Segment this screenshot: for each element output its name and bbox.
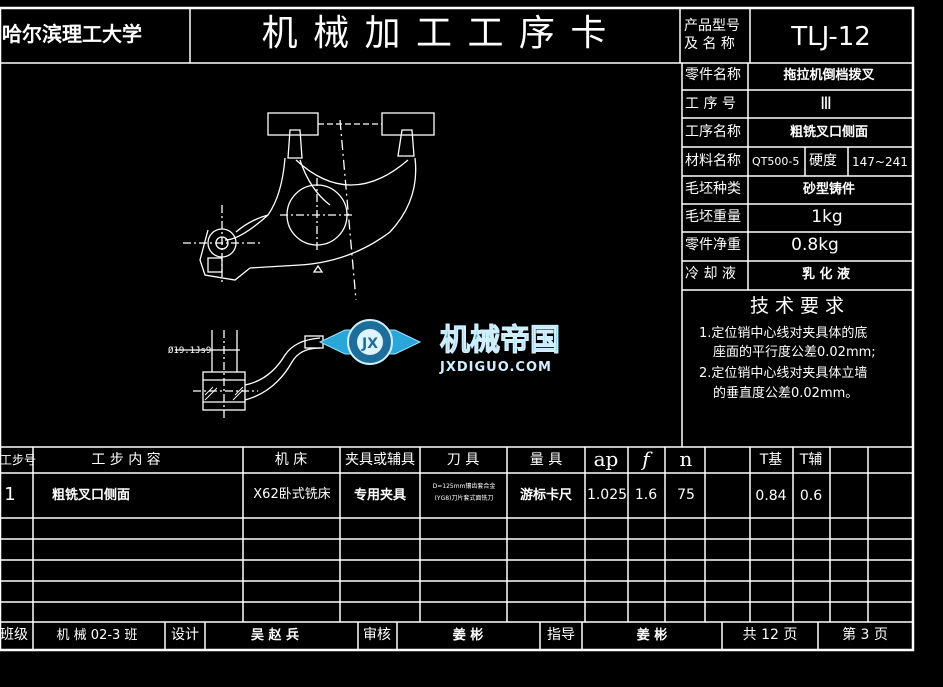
header-tf: T辅	[799, 452, 823, 468]
watermark-name: 机械帝国	[440, 323, 560, 358]
row-gauge: 游标卡尺	[519, 488, 573, 503]
row-fixture: 专用夹具	[353, 488, 407, 503]
class-value: 机 械 02-3 班	[56, 628, 138, 643]
header-f: f	[642, 447, 650, 471]
school-name: 哈尔滨理工大学	[2, 22, 142, 46]
hardness: 147~241	[852, 155, 908, 169]
tech-line-3: 2.定位销中心线对夹具体立墙	[699, 366, 868, 381]
fork-jaw-left	[287, 129, 303, 159]
op-name: 粗铣叉口侧面	[789, 125, 869, 140]
card-title: 机 械 加 工 工 序 卡	[261, 13, 609, 54]
design-value: 吴 赵 兵	[250, 628, 300, 643]
guide-value: 姜 彬	[636, 628, 668, 643]
header-n: n	[679, 447, 693, 471]
row-f: 1.6	[634, 487, 658, 503]
row-step: 1	[4, 484, 16, 505]
blank-type: 砂型铸件	[802, 182, 856, 197]
blank-type-label: 毛坯种类	[685, 181, 741, 197]
product-value: TLJ-12	[791, 22, 871, 52]
part-name: 拖拉机倒档拨叉	[783, 68, 875, 83]
coolant: 乳 化 液	[801, 267, 851, 282]
tech-line-4: 的垂直度公差0.02mm。	[713, 386, 859, 401]
fork-jaw-right	[397, 129, 415, 157]
tech-line-2: 座面的平行度公差0.02mm;	[713, 345, 876, 360]
row-content: 粗铣叉口侧面	[52, 488, 131, 503]
row-tool-line1: D=125mm镶齿套合金	[432, 483, 496, 490]
page-number: 第 3 页	[842, 627, 888, 643]
gear-emblem-icon: JX	[318, 319, 422, 365]
part-name-label: 零件名称	[685, 67, 741, 83]
watermark-url: JXDIGUO.COM	[439, 360, 552, 375]
guide-label: 指导	[547, 627, 575, 643]
tech-title: 技 术 要 求	[749, 295, 845, 317]
total-pages: 共 12 页	[742, 627, 798, 643]
row-n: 75	[677, 487, 695, 503]
dimension-label: Ø19.1Js9	[168, 345, 211, 356]
part-weight: 0.8kg	[791, 235, 839, 255]
design-label: 设计	[171, 627, 199, 643]
material-label: 材料名称	[685, 153, 741, 169]
part-weight-label: 零件净重	[685, 237, 741, 253]
header-step: 工步号	[0, 453, 37, 467]
row-tj: 0.84	[755, 488, 787, 504]
header-fixture: 夹具或辅具	[345, 452, 415, 468]
svg-text:JX: JX	[361, 336, 378, 352]
op-no-label: 工 序 号	[685, 96, 736, 112]
header-content: 工 步 内 容	[91, 452, 161, 468]
blank-weight: 1kg	[811, 207, 843, 227]
row-tool-line2: (YG8)刀片套式面铣刀	[434, 495, 494, 502]
review-value: 姜 彬	[452, 628, 484, 643]
op-no: Ⅲ	[820, 94, 832, 114]
row-ap: 1.025	[586, 487, 628, 503]
blank-weight-label: 毛坯重量	[685, 209, 741, 225]
header-ap: ap	[593, 447, 619, 471]
header-gauge: 量 具	[529, 452, 563, 468]
row-machine: X62卧式铣床	[253, 487, 331, 502]
header-tj: T基	[759, 452, 783, 468]
class-label: 班级	[0, 627, 28, 643]
coolant-label: 冷 却 液	[685, 266, 736, 282]
review-label: 审核	[363, 627, 391, 643]
op-name-label: 工序名称	[685, 124, 741, 140]
header-machine: 机 床	[274, 452, 308, 468]
row-tf: 0.6	[799, 488, 823, 504]
header-tool: 刀 具	[446, 452, 480, 468]
hardness-label: 硬度	[809, 153, 837, 169]
tech-line-1: 1.定位销中心线对夹具体的底	[699, 326, 868, 341]
product-label: 产品型号 及 名 称	[684, 18, 740, 52]
material: QT500-5	[752, 155, 800, 168]
